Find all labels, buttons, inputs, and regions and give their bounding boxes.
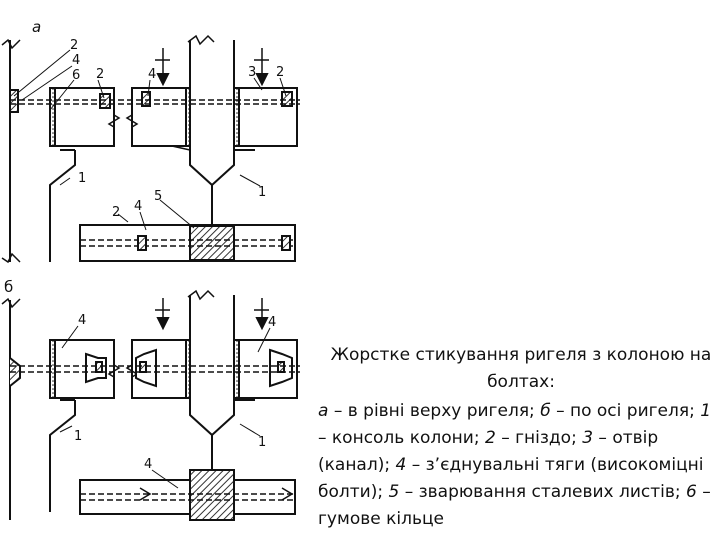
- callout-label: 4: [268, 315, 276, 330]
- column-console-1: [211, 150, 235, 186]
- beam-mid-a: [131, 87, 187, 147]
- beam-section-b: [79, 479, 296, 515]
- callout-label: 5: [154, 189, 162, 204]
- weld-5: [189, 225, 235, 261]
- callout-label: 6: [72, 68, 80, 83]
- callout-label: 2: [96, 67, 104, 82]
- legend-item: 2 – гніздо;: [484, 428, 583, 448]
- wall-anchor: [9, 89, 19, 113]
- panel-a: [1, 34, 300, 264]
- callout-label: 1: [258, 185, 266, 200]
- callout-label: 1: [74, 429, 82, 444]
- figure-caption: Жорстке стикування ригеля з колоною на б…: [318, 342, 714, 533]
- column-console-1: [49, 400, 76, 512]
- legend-item: 5 – зварювання сталевих листів;: [388, 482, 687, 502]
- callout-label: 4: [144, 457, 152, 472]
- callout-label: 4: [134, 199, 142, 214]
- legend-item: а – в рівні верху ригеля;: [318, 401, 541, 421]
- break-mark: [1, 252, 21, 264]
- break-mark: [107, 88, 121, 146]
- legend-item: 6 – гумове кільце: [318, 482, 711, 529]
- callout-label: 3: [248, 65, 256, 80]
- legend-item: б – по осі ригеля;: [540, 401, 701, 421]
- column-console-1: [211, 400, 235, 436]
- callout-label: 4: [148, 67, 156, 82]
- beam-end-plate: [49, 87, 56, 147]
- callout-label: 4: [72, 53, 80, 68]
- callout-label: 2: [276, 65, 284, 80]
- caption-title: Жорстке стикування ригеля з колоною на б…: [330, 345, 712, 392]
- column-console-1: [189, 150, 213, 262]
- callout-label: 1: [78, 171, 86, 186]
- break-mark: [187, 34, 215, 46]
- diagram-labels: а б 2 4 6 2 4 3 2 1 1 2 4 5 4 4 1 1 4: [4, 18, 284, 472]
- panel-label-a: а: [32, 18, 41, 36]
- socket-2: [99, 93, 111, 109]
- weld-block: [189, 469, 235, 521]
- column-console-1: [49, 150, 76, 262]
- callout-label: 1: [258, 435, 266, 450]
- panel-label-b: б: [4, 278, 13, 296]
- legend-item: 3 – отвір (канал);: [318, 428, 659, 475]
- break-mark: [1, 38, 21, 50]
- callout-label: 2: [70, 38, 78, 53]
- legend-item: 1 – консоль колони;: [318, 401, 712, 448]
- beam-section-a: [79, 224, 296, 262]
- caption-legend: а – в рівні верху ригеля; б – по осі риг…: [318, 398, 714, 533]
- panel-b: [1, 289, 300, 521]
- break-mark: [1, 297, 21, 309]
- callout-label: 4: [78, 313, 86, 328]
- callout-label: 2: [112, 205, 120, 220]
- legend-item: 4 – з’єднувальні тяги (високоміцні болти…: [318, 455, 704, 502]
